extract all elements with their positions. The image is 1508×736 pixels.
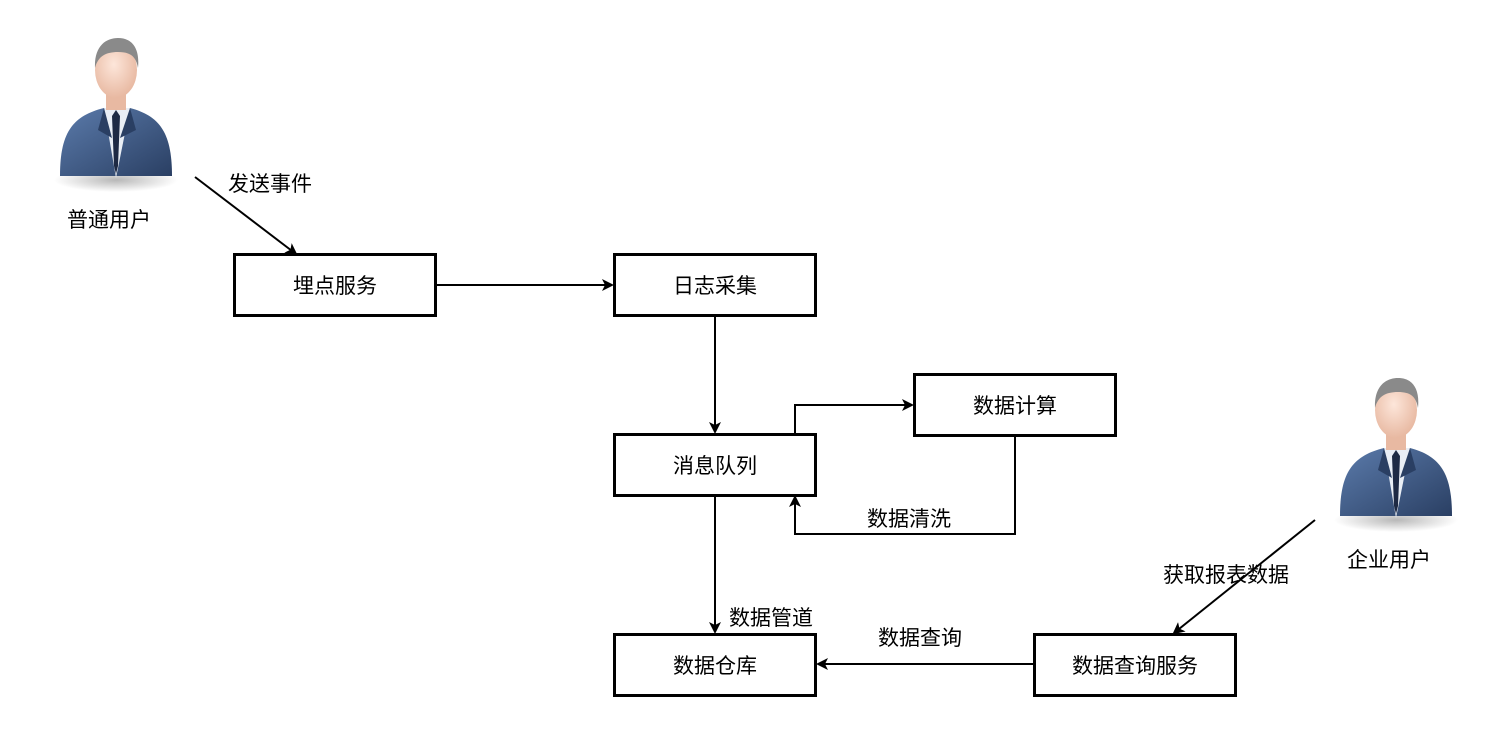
- edge-user-to-tracking: [194, 176, 298, 256]
- send-event-label: 发送事件: [228, 172, 312, 196]
- get-report-label: 获取报表数据: [1163, 563, 1289, 587]
- message-queue-node: 消息队列: [613, 433, 817, 497]
- log-collection-node: 日志采集: [613, 253, 817, 317]
- edge-compute-to-queue: [789, 436, 1016, 535]
- data-query-label: 数据查询: [878, 626, 962, 650]
- data-compute-node: 数据计算: [913, 373, 1117, 437]
- edge-enterprise-to-query: [1172, 519, 1316, 635]
- tracking-service-node: 埋点服务: [233, 253, 437, 317]
- regular-user-icon: [54, 38, 178, 192]
- enterprise-user-label: 企业用户: [1347, 548, 1431, 572]
- enterprise-user-icon: [1334, 378, 1458, 532]
- data-warehouse-node: 数据仓库: [613, 633, 817, 697]
- data-pipeline-label: 数据管道: [729, 606, 813, 630]
- query-service-node: 数据查询服务: [1033, 633, 1237, 697]
- edge-queue-to-compute: [794, 399, 914, 435]
- regular-user-label: 普通用户: [67, 208, 151, 232]
- data-cleaning-label: 数据清洗: [867, 507, 951, 531]
